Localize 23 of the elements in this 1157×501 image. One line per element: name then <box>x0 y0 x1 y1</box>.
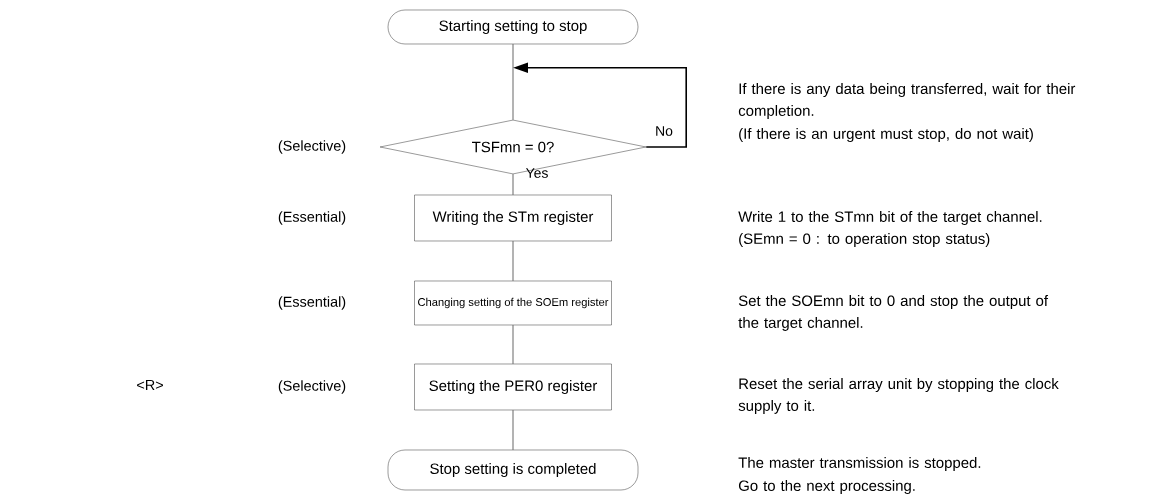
description-text: Set the SOEmn bit to 0 and stop the output of the target channel. <box>738 295 1049 331</box>
process-box: Changing setting of the SOEm register <box>414 280 612 326</box>
connector-line <box>512 240 514 282</box>
edge-label: No <box>656 126 673 136</box>
description-text: Write 1 to the STmn bit of the target channel. <box>738 211 1042 225</box>
edge-label: Yes <box>525 168 548 178</box>
revision-mark: <R> <box>137 380 163 390</box>
description-text: The master transmission is stopped. <box>738 457 981 471</box>
description-text: Reset the serial array unit by stopping the clock supply to it. <box>738 378 1059 414</box>
step-note: (Selective) <box>278 140 346 154</box>
process-box: Writing the STm register <box>414 194 612 242</box>
process-box: Setting the PER0 register <box>414 363 612 411</box>
step-note: (Essential) <box>278 211 346 225</box>
connector-line <box>512 43 514 121</box>
description-text: (SEmn = 0 : to operation stop status) <box>739 233 990 247</box>
connector-line <box>512 173 514 196</box>
connector-line <box>512 324 514 365</box>
step-note: (Essential) <box>278 296 346 310</box>
connector-line <box>512 409 514 451</box>
step-note: (Selective) <box>278 380 346 394</box>
description-text: (If there is an urgent must stop, do not wait) <box>739 128 1033 142</box>
description-text: Go to the next processing. <box>738 480 915 494</box>
description-text: If there is any data being transferred, wait for their completion. <box>738 83 1076 119</box>
